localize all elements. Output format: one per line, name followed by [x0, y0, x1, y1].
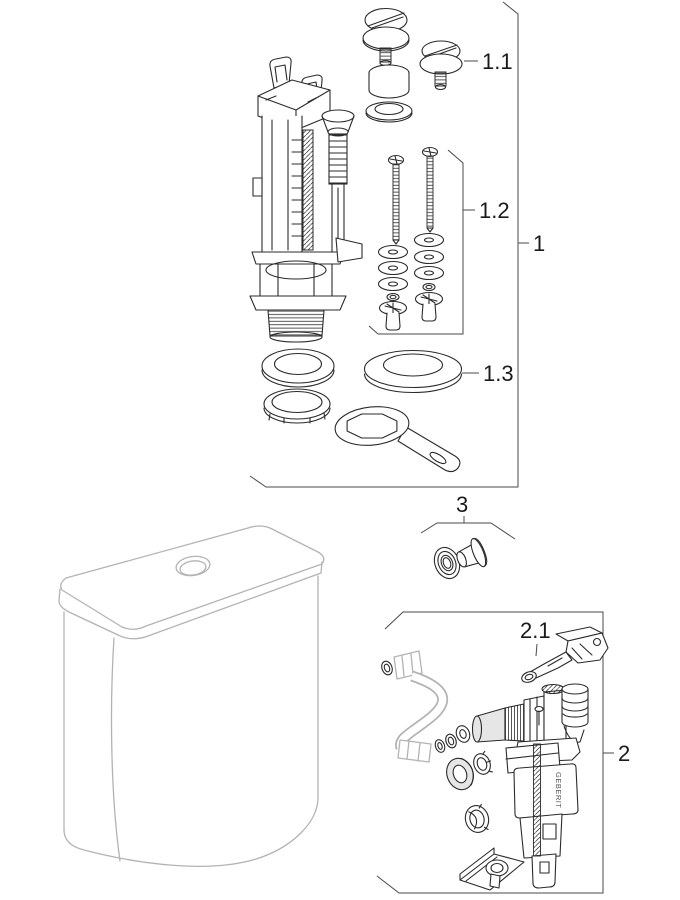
dual-flush-button-large — [362, 7, 410, 67]
fill-valve-body: GEBERIT — [471, 683, 589, 889]
part-1-2-frame — [368, 149, 464, 335]
mounting-bracket — [459, 847, 525, 891]
button-seal-ring — [365, 101, 413, 123]
toilet-cistern — [58, 525, 325, 867]
inlet-seal-washers — [434, 725, 471, 753]
float-lever-actuator — [521, 626, 609, 683]
group-3-bracket — [420, 516, 516, 540]
fastening-screws-with-washers — [377, 146, 445, 331]
service-wrench — [334, 406, 461, 473]
button-housing-cup — [368, 63, 410, 99]
dual-flush-button-small — [419, 40, 463, 91]
lock-nut — [263, 388, 331, 424]
label-part-1-2: 1.2 — [479, 198, 510, 223]
part-2-1-leader — [535, 643, 538, 657]
flush-bend-pipe — [381, 650, 449, 763]
union-nut-ring — [473, 750, 493, 775]
label-group-1: 1 — [533, 231, 545, 256]
float-brand-text: GEBERIT — [554, 772, 563, 808]
group-1-frame — [249, 1, 519, 488]
label-group-2: 2 — [618, 741, 630, 766]
label-part-2-1: 2.1 — [520, 618, 551, 643]
foam-ring — [446, 757, 474, 791]
label-part-1-1: 1.1 — [482, 49, 513, 74]
lid-bushing-set — [433, 537, 488, 580]
label-group-3: 3 — [456, 492, 468, 517]
foam-gasket-ring — [363, 349, 463, 394]
flush-valve-mechanism — [249, 56, 363, 343]
label-part-1-3: 1.3 — [483, 361, 514, 386]
bayonet-ring — [464, 803, 490, 833]
flat-sealing-washer — [261, 348, 335, 388]
